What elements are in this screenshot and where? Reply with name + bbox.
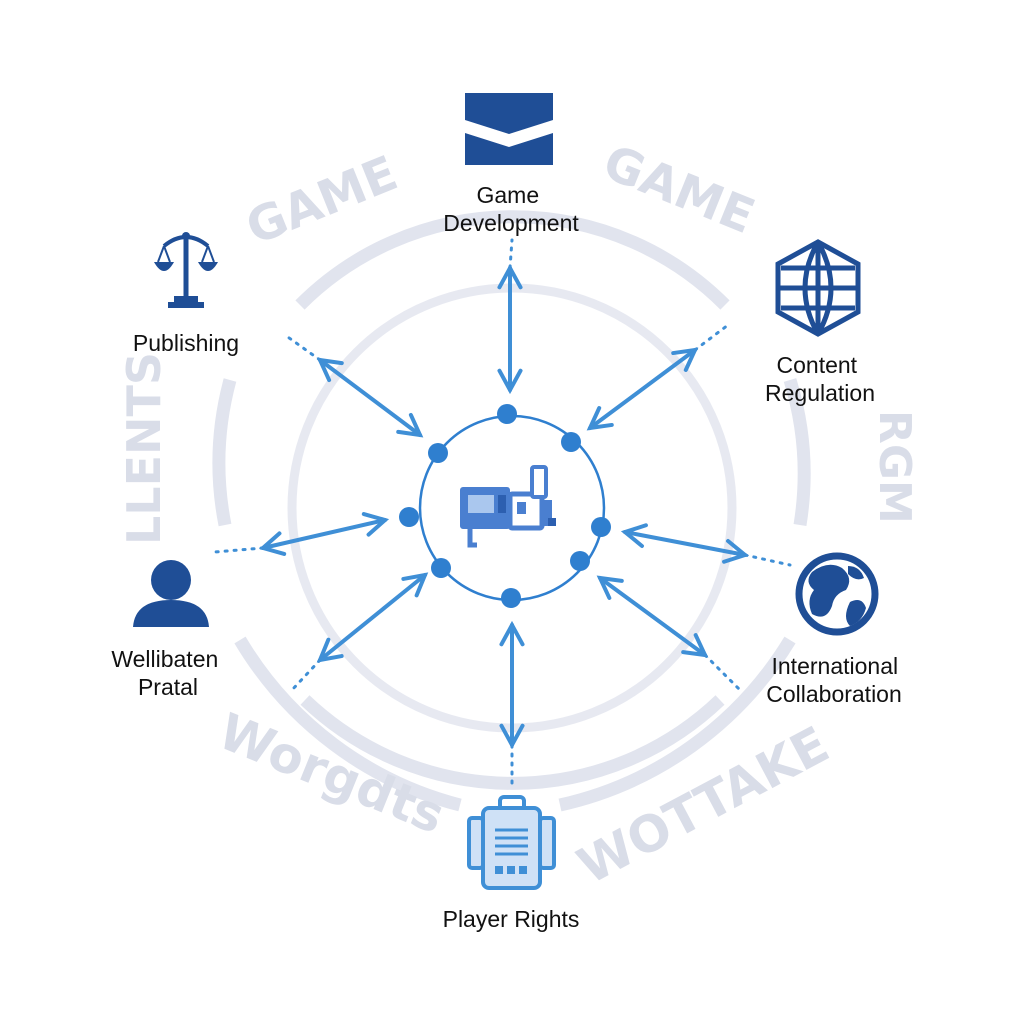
node-label-publishing: Publishing — [133, 330, 239, 356]
connector-arrow-shaft — [598, 576, 707, 657]
connectors — [213, 238, 792, 787]
node-label-content-regulation: Content Regulation — [765, 352, 875, 406]
node-label-international-collaboration: International Collaboration — [766, 653, 904, 707]
connector-arrow-shaft — [318, 573, 427, 662]
connector-arrowhead-inner — [620, 523, 648, 548]
machine-icon — [460, 465, 556, 548]
hub-node-dot — [570, 551, 590, 571]
banner-chevron-icon — [465, 93, 553, 165]
node-wellibaten-pratal: Wellibaten Pratal — [111, 560, 224, 700]
node-label-wellibaten-pratal: Wellibaten Pratal — [111, 646, 224, 700]
hub-node-dot — [561, 432, 581, 452]
connector-arrowhead-inner — [596, 575, 624, 600]
hub-dots — [399, 404, 611, 608]
connector-arrowhead-inner — [361, 512, 390, 537]
bg-word-game-right: GAME — [596, 134, 763, 245]
device-icon — [467, 795, 556, 890]
bg-word-right-vertical: RGM — [869, 410, 920, 524]
node-player-rights: Player Rights — [443, 795, 580, 932]
connector-dotted-extension — [508, 238, 514, 270]
connector-dotted-extension — [693, 323, 730, 352]
node-label-game-development: Game Development — [443, 182, 579, 236]
connector-arrow-shaft — [623, 530, 747, 557]
connector-dotted-extension — [703, 653, 742, 692]
connector-arrow-shaft — [261, 518, 387, 550]
node-game-development: Game Development — [443, 93, 579, 236]
hub-node-dot — [591, 517, 611, 537]
hub-node-dot — [428, 443, 448, 463]
scales-icon — [154, 232, 218, 308]
connector-arrow-shaft — [318, 358, 422, 437]
center-hub — [399, 404, 611, 608]
connector-arrowhead-inner — [401, 572, 429, 598]
hub-node-dot — [497, 404, 517, 424]
connector-dotted-extension — [743, 553, 792, 567]
hub-node-dot — [501, 588, 521, 608]
node-international-collaboration: International Collaboration — [766, 552, 904, 707]
connector-dotted-extension — [290, 658, 322, 692]
node-content-regulation: Content Regulation — [765, 239, 875, 406]
node-label-player-rights: Player Rights — [443, 906, 580, 932]
connector-arrowhead-inner — [497, 368, 523, 395]
connector-arrowhead-inner — [499, 620, 525, 647]
connector-dotted-extension — [213, 546, 265, 554]
bg-word-game-left: GAME — [239, 145, 406, 256]
connector-arrowhead-inner — [396, 412, 424, 438]
bg-word-left-vertical: LLENTS — [117, 352, 171, 545]
connector-arrowhead-inner — [586, 406, 614, 431]
earth-icon — [795, 552, 879, 636]
hub-node-dot — [399, 507, 419, 527]
node-publishing: Publishing — [133, 232, 239, 356]
person-icon — [133, 560, 209, 627]
globe-grid-icon — [775, 239, 861, 337]
connector-dotted-extension — [283, 333, 322, 362]
connector-arrow-shaft — [588, 348, 697, 430]
hub-node-dot — [431, 558, 451, 578]
